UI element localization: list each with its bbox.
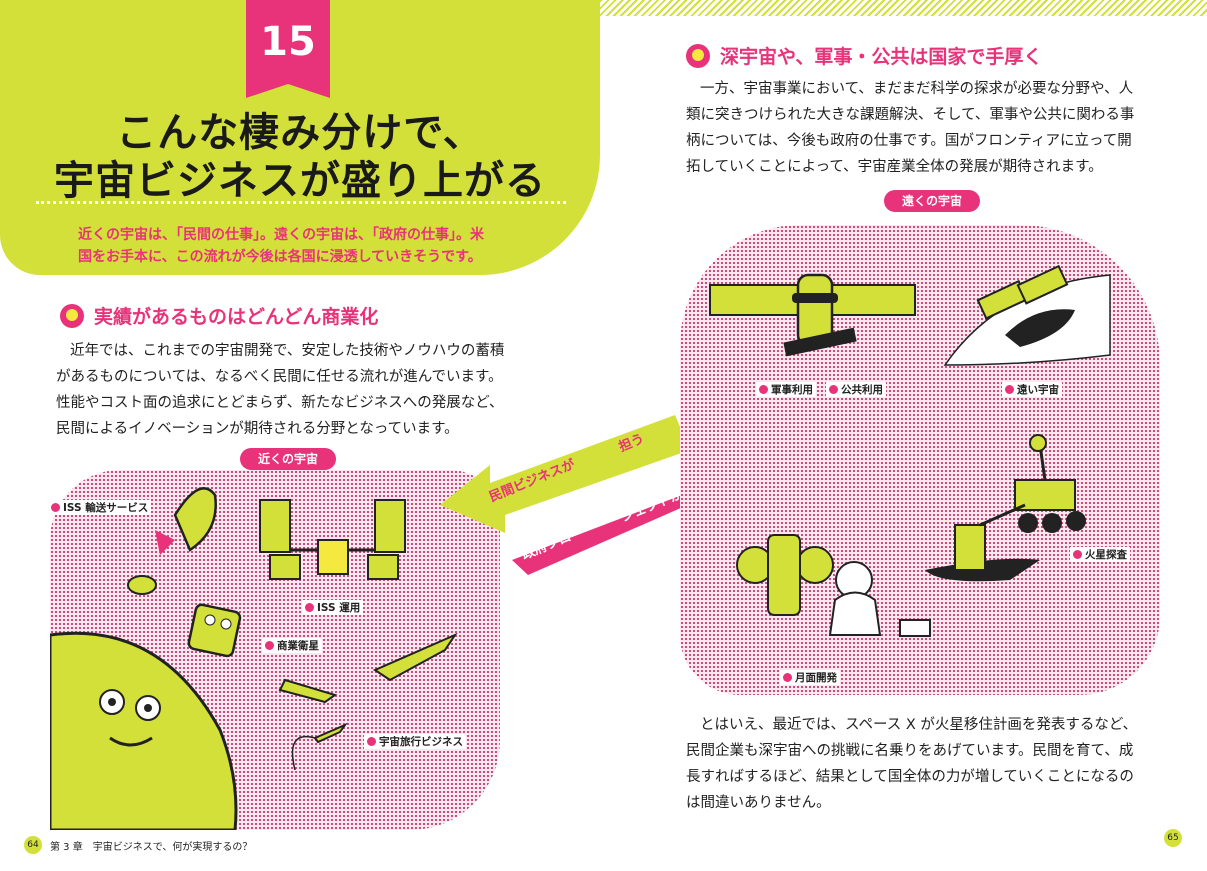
right-paragraph-2: とはいえ、最近では、スペース X が火星移住計画を発表するなど、 民間企業も深宇… [686,712,1166,816]
label-text: 宇宙旅行ビジネス [379,736,463,748]
bullet-icon [51,503,60,512]
label-deep-space: 遠い宇宙 [1002,382,1062,397]
text-line: は間違いありません。 [686,795,831,811]
left-paragraph: 近年では、これまでの宇宙開発で、安定した技術やノウハウの蓄積 があるものについて… [56,338,536,442]
label-mars: 火星探査 [1070,547,1130,562]
text-line: 拓していくことによって、宇宙産業全体の発展が期待されます。 [686,159,1103,175]
iss-icon [259,499,406,580]
label-text: 軍事利用 [771,384,813,396]
satellite-icon [187,603,242,658]
label-commercial-satellite: 商業衛星 [262,638,322,653]
bullet-icon [305,603,314,612]
page-title-line2: 宇宙ビジネスが盛り上がる [54,158,546,204]
lightbulb-icon [60,304,84,328]
label-text: 火星探査 [1085,549,1127,561]
bullet-icon [1005,385,1014,394]
label-space-travel: 宇宙旅行ビジネス [364,734,466,749]
chapter-ribbon: 15 [246,0,330,98]
chapter-footer: 第 3 章 宇宙ビジネスで、何が実現するの？ [50,842,253,853]
lightbulb-icon [686,44,710,68]
label-text: ISS 運用 [317,602,361,614]
far-space-art [709,264,1111,637]
rocket-icon [127,487,217,595]
label-text: ISS 輸送サービス [63,502,149,514]
lead-line: 近くの宇宙は、「民間の仕事」。遠くの宇宙は、「政府の仕事」。米 [78,227,484,243]
lead-text: 近くの宇宙は、「民間の仕事」。遠くの宇宙は、「政府の仕事」。米 国をお手本に、こ… [78,224,528,268]
text-line: 民間によるイノベーションが期待される分野となっています。 [56,421,459,437]
right-section-heading: 深宇宙や、軍事・公共は国家で手厚く [720,46,1043,68]
far-space-pill: 遠くの宇宙 [884,190,980,212]
bullet-icon [829,385,838,394]
bullet-icon [783,673,792,682]
bullet-icon [367,737,376,746]
mars-rover-icon [925,434,1086,582]
near-space-pill: 近くの宇宙 [240,448,336,470]
text-line: 近年では、これまでの宇宙開発で、安定した技術やノウハウの蓄積 [70,343,505,359]
text-line: 一方、宇宙事業において、まだまだ科学の探求が必要な分野や、人 [700,81,1134,97]
moon-satellite-icon [943,264,1111,366]
label-iss-transport: ISS 輸送サービス [48,500,152,515]
left-section-heading: 実績があるものはどんどん商業化 [94,306,379,328]
text-line: 類に突きつけられた大きな課題解決、そして、軍事や公共に関わる事 [686,107,1135,123]
far-space-illustration [680,225,1160,695]
near-space-illustration [48,470,500,832]
text-line: 性能やコスト面の追求にとどまらず、新たなビジネスへの発展など、 [56,395,504,411]
label-public: 公共利用 [826,382,886,397]
title-divider [36,201,566,204]
left-arrow-icon [440,415,690,533]
spaceplane-icon [278,632,458,771]
text-line: 柄については、今後も政府の仕事です。国がフロンティアに立って開 [686,133,1132,149]
label-text: 遠い宇宙 [1017,384,1059,396]
near-space-art [48,487,458,832]
right-paragraph: 一方、宇宙事業において、まだまだ科学の探求が必要な分野や、人 類に突きつけられた… [686,76,1166,180]
text-line: 民間企業も深宇宙への挑戦に名乗りをあげています。民間を育て、成 [686,743,1134,759]
right-arrow-icon [512,457,750,575]
earth-icon [48,631,238,832]
text-line: があるものについては、なるべく民間に任せる流れが進んでいます。 [56,369,503,385]
bullet-icon [1073,550,1082,559]
text-line: とはいえ、最近では、スペース X が火星移住計画を発表するなど、 [700,717,1138,733]
bullet-icon [265,641,274,650]
bullet-icon [759,385,768,394]
chapter-number: 15 [260,19,316,65]
page-number-left: 64 [24,836,42,854]
label-text: 月面開発 [795,672,837,684]
header-stripe [600,0,1207,16]
label-text: 商業衛星 [277,640,319,652]
lead-line: 国をお手本に、この流れが今後は各国に浸透していきそうです。 [78,249,482,265]
label-lunar: 月面開発 [780,670,840,685]
center-arrows [440,415,750,575]
label-military: 軍事利用 [756,382,816,397]
label-text: 公共利用 [841,384,883,396]
page-number-right: 65 [1164,829,1182,847]
text-line: 長すればするほど、結果として国全体の力が増していくことになるの [686,769,1134,785]
lunar-base-icon [736,534,931,637]
military-satellite-icon [709,273,916,357]
label-iss-operation: ISS 運用 [302,600,364,615]
page-title-line1: こんな棲み分けで、 [116,110,484,156]
